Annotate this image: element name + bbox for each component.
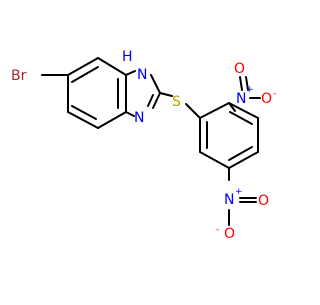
dinitrophenyl-ring (185, 102, 259, 181)
bond-c1p-c2p (199, 102, 230, 119)
bond-c2p-no2 (228, 102, 236, 112)
nh-hydrogen-label: H (122, 49, 133, 65)
bond-c7a-c7 (97, 111, 127, 129)
bond-c2p-c3p-inner (229, 111, 253, 125)
nitro-1-nitrogen-label: N (236, 91, 246, 107)
nitro-group-1-bonds (239, 76, 261, 99)
nitro-2-oxygen-bottom-label: O (224, 226, 235, 242)
bond-n1-o-top-double (245, 76, 249, 91)
bond-n3-c7a (125, 111, 135, 117)
nitro-1-oxygen-top-label: O (234, 61, 245, 77)
molecule-diagram: Br N H N S N + O O - N + O O - (0, 0, 300, 300)
bond-c5p-c6p (199, 151, 230, 169)
bond-c7-c6 (67, 111, 99, 129)
nitro-2-nitrogen-label: N (224, 192, 234, 208)
background (0, 0, 300, 300)
nh-nitrogen-label: N (137, 67, 147, 83)
bond-c2p-c3p (228, 102, 259, 119)
bond-n1-o-top (239, 76, 243, 91)
bond-c1-c2-inner (71, 66, 99, 83)
nitro-group-2-bonds (228, 197, 257, 226)
nitro-1-oxygen-right-label: O (261, 91, 272, 107)
nitro-2-oxygen-right-label: O (258, 193, 269, 209)
bond-c4p-c5p-inner (228, 146, 253, 161)
bond-c2-n3 (152, 92, 161, 109)
bond-c3a-n1 (125, 70, 136, 76)
bond-s-c1p (185, 103, 201, 119)
bond-c7-c6-inner (71, 105, 97, 120)
imidazole-ring (125, 70, 173, 117)
nitro-1-minus-charge: - (273, 89, 276, 99)
bond-c2-s (159, 92, 173, 97)
nitro-2-plus-charge: + (235, 187, 243, 197)
nitro-2-minus-charge: - (216, 225, 219, 235)
nitro-1-plus-charge: + (246, 85, 254, 95)
bond-c4p-c5p (228, 151, 259, 169)
sulfur-label: S (172, 94, 181, 110)
molecule-structure-canvas: Br N H N S N + O O - N + O O - (0, 0, 300, 300)
bond-c2-n3-inner (147, 94, 154, 107)
bond-c2-c3a (97, 57, 127, 76)
bond-n1-c2 (150, 74, 161, 94)
bromine-label: Br (11, 68, 27, 84)
atom-labels: Br N H N S N + O O - N + O O - (11, 49, 276, 242)
bond-c1-c2 (67, 57, 99, 76)
benzimidazole-benzene-ring (41, 57, 127, 129)
imine-nitrogen-label: N (134, 110, 144, 126)
